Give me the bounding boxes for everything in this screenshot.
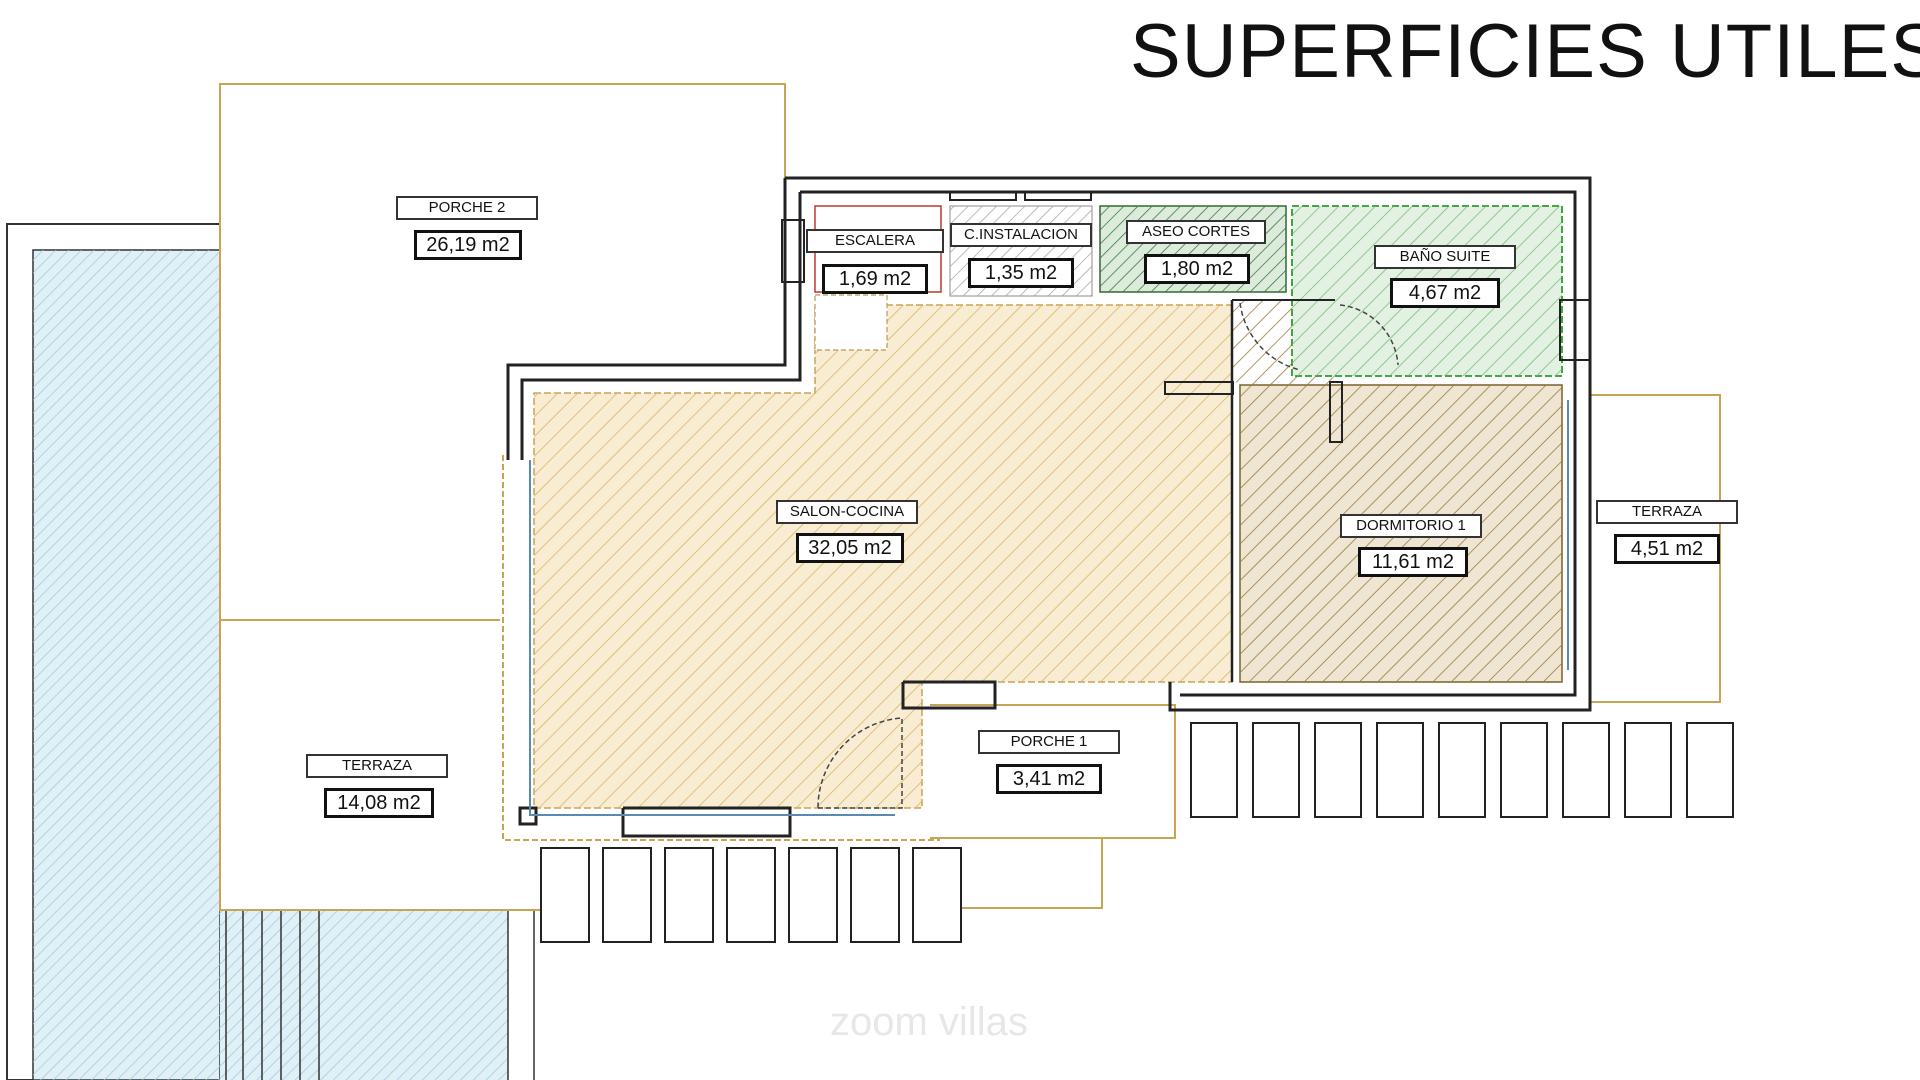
room-name-porche-1: PORCHE 1 <box>978 730 1120 754</box>
door-swings <box>817 302 1399 809</box>
block-east-8 <box>1624 722 1672 818</box>
room-area-porche-1: 3,41 m2 <box>996 764 1102 794</box>
room-name-escalera: ESCALERA <box>806 229 944 253</box>
room-name-terraza-west: TERRAZA <box>306 754 448 778</box>
room-name-c-instalacion: C.INSTALACION <box>950 223 1092 247</box>
parking-blocks <box>540 722 1734 943</box>
window-top-2 <box>1024 191 1092 201</box>
block-south-2 <box>602 847 652 943</box>
room-area-bano-suite: 4,67 m2 <box>1390 278 1500 308</box>
room-area-c-instalacion: 1,35 m2 <box>968 258 1074 288</box>
escalera-landing <box>814 294 888 351</box>
block-east-7 <box>1562 722 1610 818</box>
block-east-1 <box>1190 722 1238 818</box>
room-name-terraza-east: TERRAZA <box>1596 500 1738 524</box>
door-frame-west <box>781 219 805 283</box>
room-area-terraza-east: 4,51 m2 <box>1614 534 1720 564</box>
room-name-aseo-cortes: ASEO CORTES <box>1126 220 1266 244</box>
block-south-4 <box>726 847 776 943</box>
terraza-west-outline <box>219 620 540 911</box>
block-east-2 <box>1252 722 1300 818</box>
pool <box>6 223 535 1080</box>
block-south-7 <box>912 847 962 943</box>
pool-water-hatch <box>33 250 220 1080</box>
outer-wall <box>785 176 1592 712</box>
block-east-4 <box>1376 722 1424 818</box>
south-wall <box>901 680 997 710</box>
room-name-bano-suite: BAÑO SUITE <box>1374 245 1516 269</box>
terraza-west-edge <box>502 455 940 841</box>
block-east-3 <box>1314 722 1362 818</box>
door-frame-east <box>1559 299 1591 361</box>
room-area-aseo-cortes: 1,80 m2 <box>1144 254 1250 284</box>
outer-wall-west <box>506 178 787 460</box>
partition-bano <box>1329 381 1343 443</box>
pool-water-lower-hatch <box>220 910 508 1080</box>
block-south-6 <box>850 847 900 943</box>
pool-steps <box>225 910 535 1080</box>
aseo-door-swing <box>1239 302 1301 371</box>
room-name-salon-cocina: SALON-COCINA <box>776 500 918 524</box>
block-east-9 <box>1686 722 1734 818</box>
porche-1-step <box>960 837 1103 909</box>
block-south-3 <box>664 847 714 943</box>
room-area-salon-cocina: 32,05 m2 <box>796 533 904 563</box>
block-east-5 <box>1438 722 1486 818</box>
watermark-logo: zoom villas <box>830 1000 1028 1044</box>
room-name-porche-2: PORCHE 2 <box>396 196 538 220</box>
room-area-terraza-west: 14,08 m2 <box>324 788 434 818</box>
block-east-6 <box>1500 722 1548 818</box>
block-south-5 <box>788 847 838 943</box>
inner-wall-west <box>520 192 802 460</box>
block-south-1 <box>540 847 590 943</box>
walls <box>506 176 1592 838</box>
terraza-east-outline <box>1590 394 1721 703</box>
west-glazing <box>529 460 895 816</box>
room-area-dormitorio-1: 11,61 m2 <box>1358 547 1468 577</box>
entry-door-swing <box>817 717 903 809</box>
south-west-wall <box>621 806 792 838</box>
window-top-1 <box>949 191 1017 201</box>
page-title: SUPERFICIES UTILES <box>1130 9 1920 94</box>
room-area-porche-2: 26,19 m2 <box>414 230 522 260</box>
bano-door-swing <box>1339 304 1399 366</box>
room-name-dormitorio-1: DORMITORIO 1 <box>1340 514 1482 538</box>
inner-wall <box>800 190 1577 697</box>
room-area-escalera: 1,69 m2 <box>822 264 928 294</box>
